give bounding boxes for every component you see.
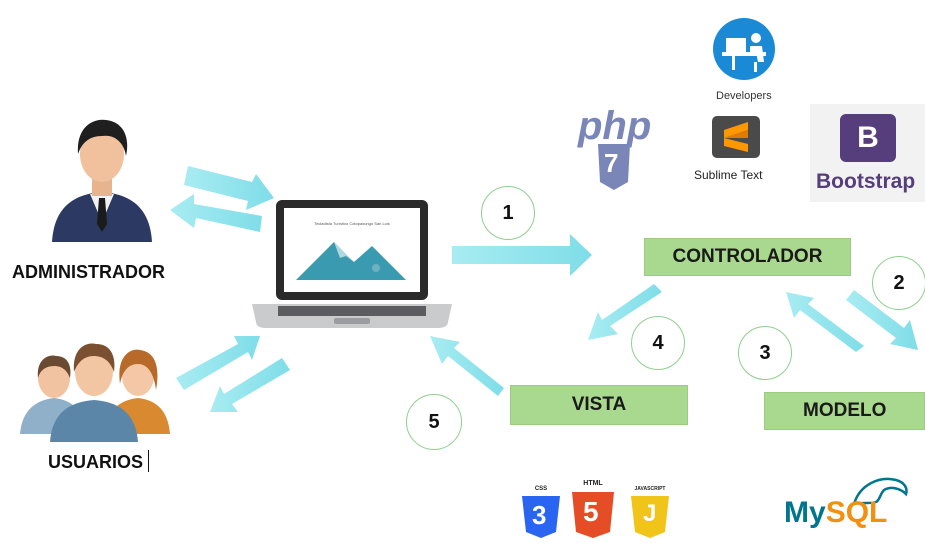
laptop-screen-caption: Tecladista Turístico Cotopaxungo San Lui…: [314, 221, 390, 226]
sublime-logo: [712, 116, 760, 158]
arrow-laptop-to-users: [210, 358, 290, 412]
js-label: JAVASCRIPT: [634, 486, 666, 492]
view-box: VISTA: [510, 385, 688, 425]
developers-icon: [713, 18, 775, 80]
step-2-circle: 2: [872, 256, 925, 310]
php-text: php: [578, 104, 652, 148]
php-logo: php 7: [574, 104, 666, 194]
php-shield-icon: [598, 144, 630, 190]
html-number: 5: [583, 496, 599, 527]
mysql-dolphin-icon: [852, 477, 908, 506]
javascript-logo: JAVASCRIPT J: [628, 486, 672, 538]
sublime-label: Sublime Text: [694, 168, 763, 182]
arrow-step-1: [452, 234, 592, 276]
laptop: [252, 198, 452, 330]
administrator-label: ADMINISTRADOR: [12, 262, 165, 282]
php-version: 7: [604, 148, 619, 178]
bootstrap-logo: B Bootstrap: [810, 104, 925, 202]
mysql-sql: SQL: [825, 496, 888, 529]
step-3-circle: 3: [738, 326, 792, 380]
css-number: 3: [532, 500, 547, 530]
html5-logo: HTML 5: [570, 480, 616, 540]
users-label: USUARIOS: [48, 452, 144, 472]
users-group-figure: [20, 334, 170, 442]
administrator-figure: [44, 112, 160, 242]
step-5-circle: 5: [406, 394, 462, 450]
developers-label: Developers: [716, 90, 772, 102]
css-label: CSS: [534, 486, 548, 492]
arrow-laptop-to-admin: [170, 194, 262, 232]
html-label: HTML: [583, 480, 603, 487]
javascript-shield-icon: [631, 496, 669, 538]
arrow-step-3: [786, 292, 864, 352]
css3-shield-icon: [522, 496, 560, 538]
arrow-admin-to-laptop: [184, 166, 274, 210]
step-4-circle: 4: [631, 316, 685, 370]
developers-logo: [708, 18, 780, 80]
mysql-logo: MySQL: [784, 474, 924, 536]
sublime-icon: [712, 116, 760, 158]
arrow-step-5: [430, 336, 504, 396]
css3-logo: CSS 3: [520, 486, 562, 538]
arrow-users-to-laptop: [176, 336, 260, 390]
bootstrap-label: Bootstrap: [816, 170, 916, 193]
model-box: MODELO: [764, 392, 925, 430]
bootstrap-icon: B: [840, 114, 896, 162]
controller-box: CONTROLADOR: [644, 238, 851, 276]
text-cursor: [148, 450, 149, 472]
bootstrap-letter: B: [857, 121, 879, 154]
arrow-step-4: [588, 284, 662, 340]
arrow-step-2: [846, 290, 918, 350]
html5-shield-icon: [572, 492, 614, 538]
mysql-my: My: [784, 496, 826, 529]
js-letter: J: [643, 500, 657, 527]
step-1-circle: 1: [481, 186, 535, 240]
